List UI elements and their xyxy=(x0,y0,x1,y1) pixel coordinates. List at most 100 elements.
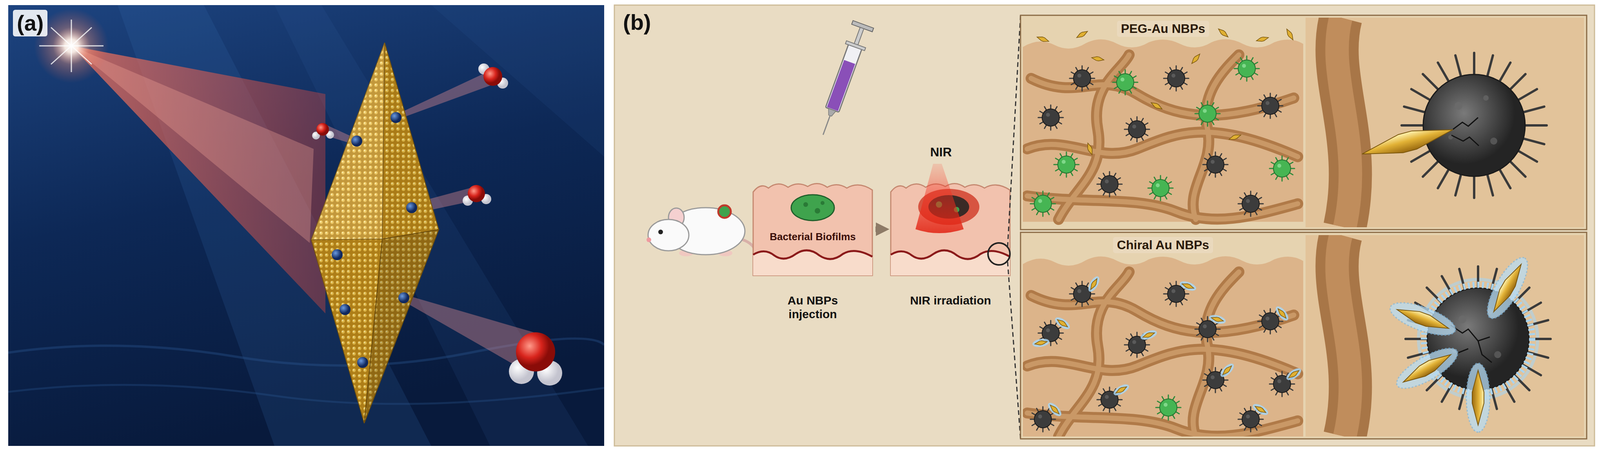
chiral-tissue xyxy=(1251,401,1270,418)
text-slot: Chiral Au NBPs xyxy=(1022,237,1304,254)
peg-closeup xyxy=(1336,17,1351,228)
syringe xyxy=(822,115,830,135)
text-slot: NIR irradiation xyxy=(890,294,1011,308)
biofilm xyxy=(814,208,821,214)
peg-closeup xyxy=(1359,120,1456,164)
syringe xyxy=(812,20,874,139)
zoom-circle xyxy=(987,243,1010,266)
label-slot: NIR xyxy=(913,145,969,160)
chiral-tissue xyxy=(1045,400,1064,419)
gold-nanobipyramid xyxy=(382,42,439,240)
peg-closeup xyxy=(1305,17,1584,228)
water-molecule xyxy=(467,185,485,203)
chiral-nanobipyramid xyxy=(1391,341,1463,396)
peg-tissue xyxy=(1195,101,1221,127)
peg-tissue xyxy=(1022,39,1304,222)
biofilm xyxy=(791,194,835,221)
zoom-leader xyxy=(1007,15,1021,440)
mouse xyxy=(648,219,689,251)
node-caption: Au NBPs injection xyxy=(773,294,852,322)
peg-tissue xyxy=(1190,52,1202,66)
chiral-nanobipyramid xyxy=(1480,252,1535,324)
chiral-tissue xyxy=(1031,337,1051,349)
node-title: (a) xyxy=(12,9,48,37)
chiral-nanobipyramid xyxy=(1466,363,1490,433)
node-title: (b) xyxy=(622,9,652,35)
syringe xyxy=(825,43,863,113)
peg-tissue xyxy=(1228,133,1242,142)
peg-closeup xyxy=(1451,117,1479,146)
syringe xyxy=(845,40,866,51)
chiral-nanobipyramid xyxy=(1488,261,1527,315)
chiral-closeup xyxy=(1336,235,1351,437)
text-slot: (a) xyxy=(12,9,68,37)
biofilm xyxy=(803,202,809,208)
chiral-nanobipyramid xyxy=(1394,304,1451,335)
light-flare xyxy=(39,19,104,73)
catalyst-dot xyxy=(339,304,351,316)
process-arrow xyxy=(875,226,880,233)
biofilm xyxy=(791,194,835,221)
peg-tissue xyxy=(1112,69,1138,95)
panel: (b) Bacterial Biofilms Au NBPs injection NI… xyxy=(614,5,1595,447)
node-title: Bacterial Biofilms xyxy=(768,231,857,244)
water-molecule xyxy=(483,67,503,86)
catalyst-dot xyxy=(331,249,343,261)
mouse xyxy=(718,205,731,218)
photothermal-scene xyxy=(8,5,605,447)
chiral-tissue xyxy=(1207,313,1227,326)
peg-tissue xyxy=(1163,65,1189,91)
node-title: Chiral Au NBPs xyxy=(1113,237,1214,254)
chiral-closeup xyxy=(1450,325,1492,363)
peg-closeup xyxy=(1305,17,1584,228)
mouse xyxy=(658,229,663,235)
beam-label: NIR xyxy=(929,145,953,160)
zoom-leader xyxy=(1007,261,1021,440)
gold-nanobipyramid xyxy=(382,42,439,240)
gold-nanobipyramid xyxy=(311,42,385,240)
chiral-tissue xyxy=(1273,304,1291,324)
text-slot: PEG-Au NBPs xyxy=(1022,20,1304,37)
chiral-nanobipyramid xyxy=(1466,363,1490,433)
peg-closeup xyxy=(1359,120,1456,164)
peg-tissue xyxy=(1124,116,1150,142)
chiral-nanobipyramid xyxy=(1386,296,1460,343)
peg-tissue xyxy=(1096,171,1123,197)
peg-tissue xyxy=(1147,175,1174,201)
catalyst-dot xyxy=(351,135,363,147)
mouse xyxy=(646,237,652,243)
zoom-frame xyxy=(1020,232,1587,440)
gold-nanobipyramid xyxy=(364,229,439,424)
peg-tissue xyxy=(1036,35,1050,44)
peg-tissue xyxy=(1053,152,1079,178)
text-slot: (b) xyxy=(622,9,678,35)
peg-closeup xyxy=(1401,52,1547,198)
chiral-nanobipyramid xyxy=(1480,252,1535,324)
node-title: PEG-Au NBPs xyxy=(1116,20,1210,37)
peg-tissue xyxy=(1069,65,1095,91)
zoom-leader xyxy=(1007,15,1021,247)
chiral-tissue xyxy=(1155,395,1181,421)
laser-beam xyxy=(71,45,314,244)
catalyst-dot xyxy=(398,292,410,304)
gold-nanobipyramid xyxy=(311,42,385,240)
mouse xyxy=(646,205,758,271)
node-title: NIR irradiation xyxy=(909,294,992,308)
syringe xyxy=(826,108,836,118)
chiral-tissue xyxy=(1111,382,1131,398)
water-molecule xyxy=(515,332,556,372)
chiral-tissue xyxy=(1053,315,1072,332)
peg-closeup xyxy=(1336,17,1351,228)
photothermal-scene xyxy=(431,5,605,157)
zoom-panel: Chiral Au NBPs xyxy=(1020,232,1587,440)
peg-tissue xyxy=(1255,35,1269,43)
biofilm xyxy=(820,201,825,206)
chiral-tissue xyxy=(1022,256,1304,437)
gold-nanobipyramid xyxy=(311,42,439,424)
chiral-closeup xyxy=(1305,235,1584,437)
water-molecule xyxy=(478,63,509,89)
peg-tissue xyxy=(1030,191,1056,217)
text-slot: Au NBPs injection xyxy=(773,294,852,322)
